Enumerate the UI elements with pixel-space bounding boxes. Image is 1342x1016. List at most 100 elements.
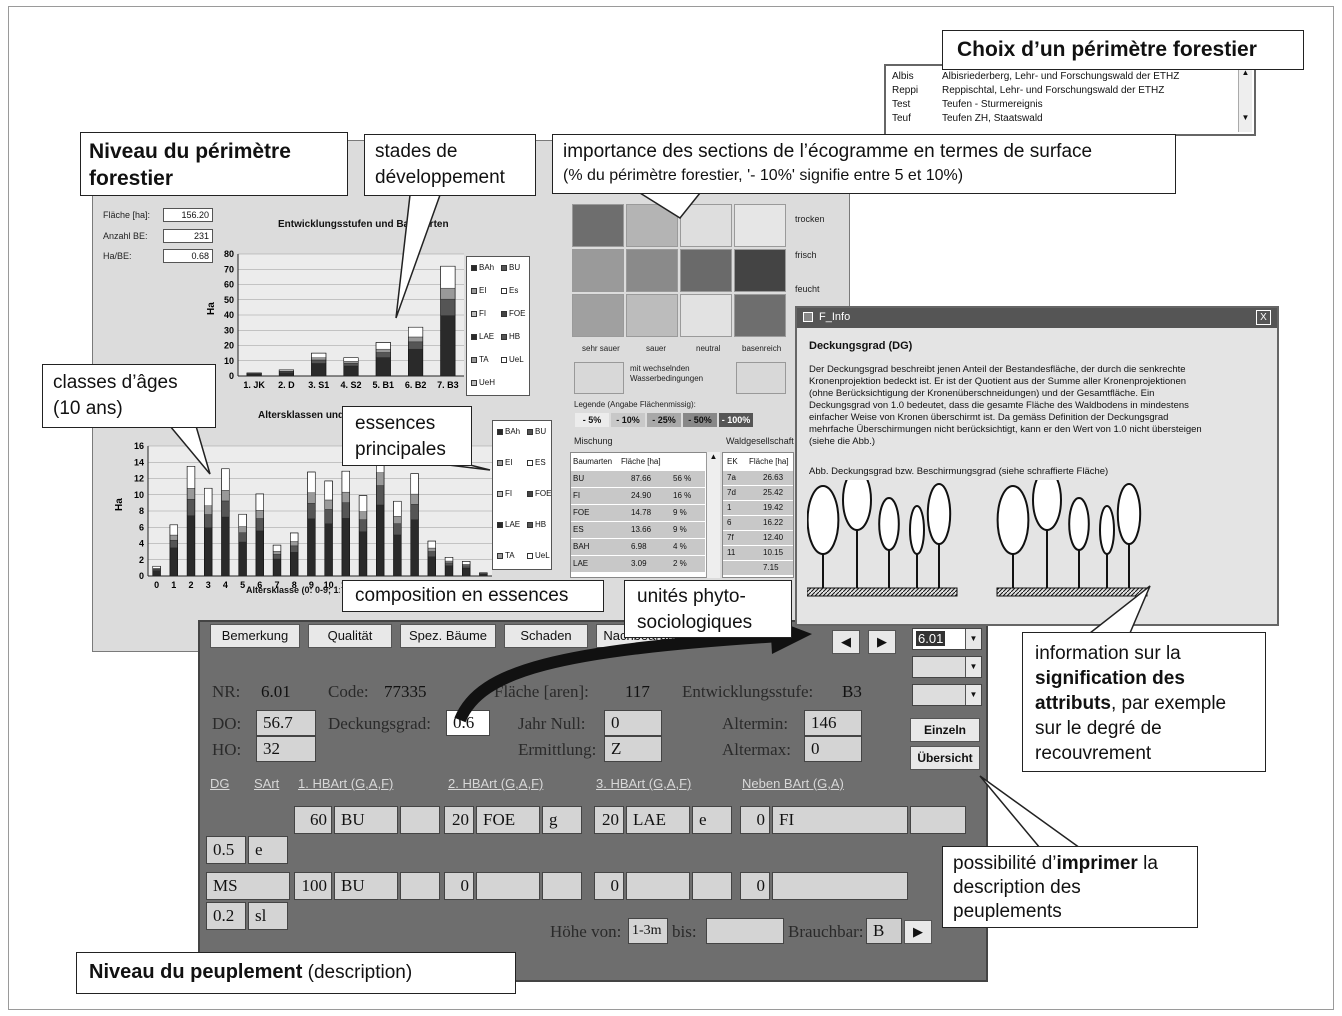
- h3-art-field[interactable]: LAE: [626, 806, 690, 834]
- brauchbar-next-button[interactable]: ▶: [904, 920, 932, 944]
- bis-field[interactable]: [706, 918, 784, 944]
- legend-item: EI: [471, 286, 487, 296]
- ecogram-cell[interactable]: [572, 294, 624, 337]
- column-header: SArt: [254, 776, 280, 791]
- legend-swatch: [501, 334, 507, 340]
- y-tick-label: 70: [224, 264, 234, 274]
- ecogram-cell[interactable]: [734, 249, 786, 292]
- ho-field[interactable]: 32: [256, 736, 316, 762]
- ecogram-cell[interactable]: [626, 249, 678, 292]
- tab-spezbume[interactable]: Spez. Bäume: [400, 624, 496, 648]
- ecogram-cell[interactable]: [680, 249, 732, 292]
- ecogram-cell[interactable]: [626, 204, 678, 247]
- tab-bemerkung[interactable]: Bemerkung: [210, 624, 300, 648]
- filter-select-2[interactable]: ▼: [912, 684, 982, 706]
- h2-f-field[interactable]: g: [542, 806, 582, 834]
- uebersicht-button[interactable]: Übersicht: [910, 746, 980, 770]
- row2-h2-f-field[interactable]: [542, 872, 582, 900]
- legend-label: Es: [509, 286, 519, 295]
- h3-pct-field[interactable]: 20: [594, 806, 624, 834]
- ecogram-cell[interactable]: [734, 294, 786, 337]
- row2-h1-f-field[interactable]: [400, 872, 440, 900]
- perimeter-code: Teuf: [892, 113, 911, 124]
- h1-pct-field[interactable]: 60: [294, 806, 332, 834]
- perimeter-list-scrollbar[interactable]: ▲ ▼: [1238, 68, 1252, 132]
- habe-value[interactable]: 0.68: [163, 249, 213, 263]
- nav-prev-button[interactable]: ◀: [832, 630, 860, 654]
- ecogram-cell[interactable]: [734, 204, 786, 247]
- row2-h1-pct-field[interactable]: 100: [294, 872, 332, 900]
- chevron-down-icon[interactable]: ▼: [965, 657, 981, 677]
- row2-h3-f-field[interactable]: [692, 872, 732, 900]
- hoehe-field[interactable]: 1-3m: [628, 918, 668, 944]
- h1-art-field[interactable]: BU: [334, 806, 398, 834]
- brauchbar-field[interactable]: B: [866, 918, 902, 944]
- jahr-field[interactable]: 0: [604, 710, 662, 736]
- nb-art-field[interactable]: FI: [772, 806, 908, 834]
- h3-f-field[interactable]: e: [692, 806, 732, 834]
- x-tick-label: 3: [206, 580, 211, 590]
- ecogram-cell[interactable]: [572, 204, 624, 247]
- mischung-scrollbar[interactable]: ▲: [706, 452, 720, 578]
- ecogram-cell[interactable]: [572, 249, 624, 292]
- chevron-down-icon[interactable]: ▼: [965, 629, 981, 649]
- h1-f-field[interactable]: [400, 806, 440, 834]
- h2-art-field[interactable]: FOE: [476, 806, 540, 834]
- nb-extra-field[interactable]: [910, 806, 966, 834]
- filter-select-1[interactable]: ▼: [912, 656, 982, 678]
- close-icon[interactable]: X: [1256, 310, 1271, 325]
- row2-h3-art-field[interactable]: [626, 872, 690, 900]
- ecogram-cell[interactable]: [680, 294, 732, 337]
- tab-schaden[interactable]: Schaden: [504, 624, 588, 648]
- row2-h3-pct-field[interactable]: 0: [594, 872, 624, 900]
- nr-select[interactable]: 6.01 ▼: [912, 628, 982, 650]
- row1-sart-field[interactable]: e: [248, 836, 288, 864]
- do-field[interactable]: 56.7: [256, 710, 316, 736]
- row2-h2-art-field[interactable]: [476, 872, 540, 900]
- finfo-titlebar[interactable]: F_Info X: [797, 308, 1277, 328]
- table-row[interactable]: 7.15: [723, 561, 793, 575]
- altermax-field[interactable]: 0: [804, 736, 862, 762]
- legend-swatch: [527, 553, 533, 559]
- row2-nb-art-field[interactable]: [772, 872, 908, 900]
- row2-dg-field[interactable]: MS: [206, 872, 290, 900]
- row2-h2-pct-field[interactable]: 0: [444, 872, 474, 900]
- row2-sart-field[interactable]: sl: [248, 902, 288, 930]
- legend-label: FI: [505, 489, 513, 498]
- chevron-down-icon[interactable]: ▼: [965, 685, 981, 705]
- ecogram-cell[interactable]: [680, 204, 732, 247]
- ecogram-cell[interactable]: [626, 294, 678, 337]
- anzahl-value[interactable]: 231: [163, 229, 213, 243]
- row2-nb-pct-field[interactable]: 0: [740, 872, 770, 900]
- nb-pct-field[interactable]: 0: [740, 806, 770, 834]
- einzeln-button[interactable]: Einzeln: [910, 718, 980, 742]
- nav-next-button[interactable]: ▶: [868, 630, 896, 654]
- h2-pct-field[interactable]: 20: [444, 806, 474, 834]
- legend-swatch: [501, 288, 507, 294]
- ermittlung-field[interactable]: Z: [604, 736, 662, 762]
- row2-h1-art-field[interactable]: BU: [334, 872, 398, 900]
- row1-dg-field[interactable]: 0.5: [206, 836, 246, 864]
- flaeche-label: Fläche [ha]:: [103, 210, 151, 220]
- flaeche-value[interactable]: 156.20: [163, 208, 213, 222]
- finfo-window: F_Info X Deckungsgrad (DG) Der Deckungsg…: [795, 306, 1279, 626]
- tab-qualitt[interactable]: Qualität: [308, 624, 392, 648]
- altermin-field[interactable]: 146: [804, 710, 862, 736]
- row2-dg2-field[interactable]: 0.2: [206, 902, 246, 930]
